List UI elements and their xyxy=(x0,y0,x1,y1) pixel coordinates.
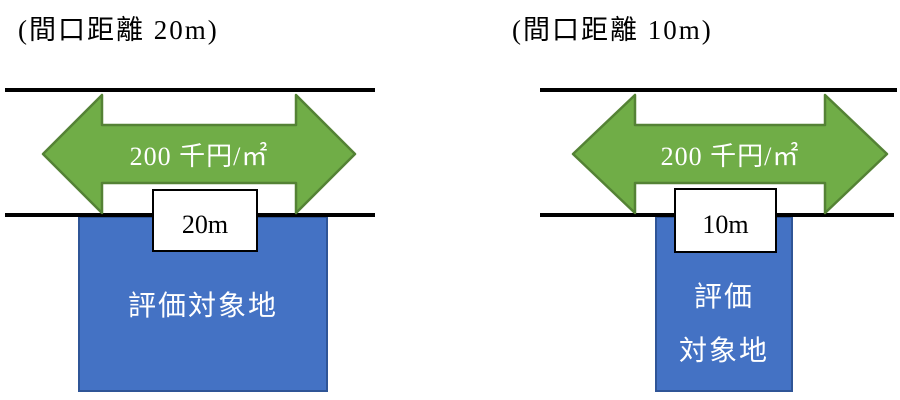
left-frontage-box: 20m xyxy=(152,189,258,252)
right-double-arrow-shape xyxy=(571,93,889,215)
left-double-arrow-shape xyxy=(41,93,357,215)
right-price-double-arrow xyxy=(571,93,889,215)
right-subject-land-label-line1: 評価 xyxy=(693,282,754,313)
right-frontage-label: 10m xyxy=(702,209,749,239)
left-frontage-label: 20m xyxy=(181,209,229,239)
left-subject-land-label: 評価対象地 xyxy=(127,291,278,322)
left-road-upper-line xyxy=(5,88,375,92)
right-frontage-box: 10m xyxy=(674,188,777,253)
right-road-upper-line xyxy=(540,88,897,92)
right-subject-land-label-line2: 対象地 xyxy=(678,336,769,367)
left-price-double-arrow xyxy=(41,93,357,215)
right-diagram-title: (間口距離 10m) xyxy=(512,15,713,45)
left-diagram-title: (間口距離 20m) xyxy=(18,15,219,45)
